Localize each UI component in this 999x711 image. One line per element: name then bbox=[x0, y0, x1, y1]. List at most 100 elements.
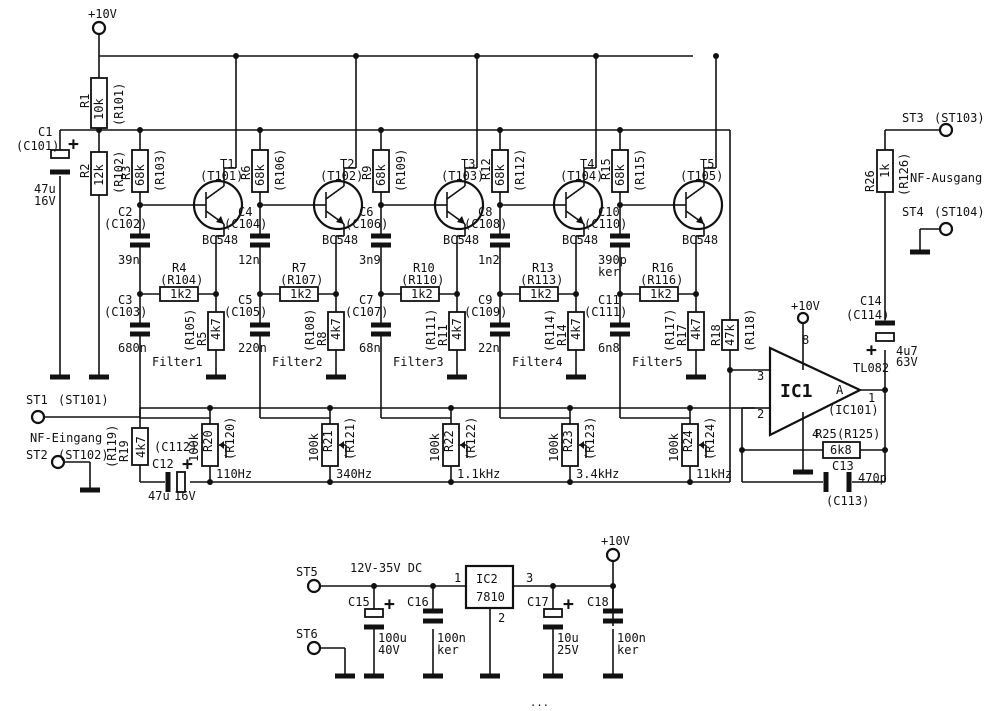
svg-text:4k7: 4k7 bbox=[329, 318, 343, 340]
svg-text:TL082: TL082 bbox=[853, 361, 889, 375]
svg-text:BC548: BC548 bbox=[682, 233, 718, 247]
svg-text:6n8: 6n8 bbox=[598, 341, 620, 355]
svg-text:(R101): (R101) bbox=[112, 83, 126, 126]
resistor-r19: R19 4k7 (R119) bbox=[105, 425, 149, 468]
svg-text:(R102): (R102) bbox=[112, 151, 126, 194]
svg-text:(R122): (R122) bbox=[464, 417, 478, 460]
filter-label: Filter3 bbox=[393, 355, 444, 369]
resistor-r25: 6k8 R25 (R125) bbox=[815, 427, 880, 459]
svg-text:1: 1 bbox=[454, 571, 461, 585]
svg-text:3: 3 bbox=[757, 369, 764, 383]
svg-text:R9: R9 bbox=[360, 166, 374, 180]
svg-text:(R119): (R119) bbox=[105, 425, 119, 468]
svg-text:10k: 10k bbox=[92, 98, 106, 120]
svg-text:220n: 220n bbox=[238, 341, 267, 355]
svg-text:1.1kHz: 1.1kHz bbox=[457, 467, 500, 481]
svg-text:ST3: ST3 bbox=[902, 111, 924, 125]
svg-text:R13: R13 bbox=[532, 261, 554, 275]
filter-label: Filter4 bbox=[512, 355, 563, 369]
svg-text:ker: ker bbox=[598, 265, 620, 279]
input-label: NF-Eingang bbox=[30, 431, 102, 445]
svg-text:68n: 68n bbox=[359, 341, 381, 355]
svg-text:R12: R12 bbox=[479, 158, 493, 180]
svg-text:R26: R26 bbox=[863, 170, 877, 192]
svg-text:(R120): (R120) bbox=[223, 417, 237, 460]
svg-text:ST4: ST4 bbox=[902, 205, 924, 219]
supply-rails bbox=[50, 20, 730, 380]
connector-st6 bbox=[306, 640, 322, 656]
svg-text:+: + bbox=[866, 340, 877, 361]
svg-text:1k: 1k bbox=[878, 163, 892, 178]
resistor-r18: R18 47k (R118) bbox=[709, 309, 757, 352]
connector-st5 bbox=[306, 578, 322, 594]
svg-text:C9: C9 bbox=[478, 293, 492, 307]
svg-text:(IC101): (IC101) bbox=[828, 403, 879, 417]
svg-text:(R116): (R116) bbox=[640, 273, 683, 287]
svg-text:R18: R18 bbox=[709, 324, 723, 346]
svg-text:(T102): (T102) bbox=[320, 169, 363, 183]
svg-text:25V: 25V bbox=[557, 643, 579, 657]
svg-text:+10V: +10V bbox=[601, 534, 630, 548]
svg-text:C11: C11 bbox=[598, 293, 620, 307]
svg-text:(T103): (T103) bbox=[441, 169, 484, 183]
svg-text:100k: 100k bbox=[428, 432, 442, 462]
output-section bbox=[884, 122, 954, 320]
svg-text:R24: R24 bbox=[681, 430, 695, 452]
svg-text:(C105): (C105) bbox=[224, 305, 267, 319]
svg-text:3n9: 3n9 bbox=[359, 253, 381, 267]
svg-text:ker: ker bbox=[617, 643, 639, 657]
svg-text:68k: 68k bbox=[133, 164, 147, 186]
svg-text:(C101): (C101) bbox=[16, 139, 59, 153]
svg-text:R22: R22 bbox=[442, 430, 456, 452]
svg-text:4k7: 4k7 bbox=[689, 318, 703, 340]
svg-text:ker: ker bbox=[437, 643, 459, 657]
svg-text:C2: C2 bbox=[118, 205, 132, 219]
svg-text:100n: 100n bbox=[437, 631, 466, 645]
supply-label-top: +10V bbox=[88, 7, 117, 21]
svg-text:40V: 40V bbox=[378, 643, 400, 657]
connector-st1 bbox=[30, 409, 46, 425]
svg-text:(ST102): (ST102) bbox=[58, 448, 109, 462]
svg-text:4: 4 bbox=[812, 427, 819, 441]
svg-text:1k2: 1k2 bbox=[650, 287, 672, 301]
svg-text:(R105): (R105) bbox=[183, 309, 197, 352]
svg-text:4k7: 4k7 bbox=[569, 318, 583, 340]
svg-text:(C107): (C107) bbox=[345, 305, 388, 319]
psu-capacitors: +C15100u40VC16100nker+C1710u25VC18100nke… bbox=[348, 586, 646, 679]
svg-text:(R115): (R115) bbox=[633, 149, 647, 192]
svg-text:470p: 470p bbox=[858, 471, 887, 485]
svg-text:R10: R10 bbox=[413, 261, 435, 275]
svg-text:C10: C10 bbox=[598, 205, 620, 219]
input-range-label: 12V-35V DC bbox=[350, 561, 422, 575]
svg-text:(R117): (R117) bbox=[663, 309, 677, 352]
svg-text:(R113): (R113) bbox=[520, 273, 563, 287]
svg-text:R3: R3 bbox=[119, 166, 133, 180]
svg-text:(T101): (T101) bbox=[200, 169, 243, 183]
svg-text:(R124): (R124) bbox=[703, 417, 717, 460]
svg-text:68k: 68k bbox=[493, 164, 507, 186]
svg-text:+: + bbox=[68, 134, 79, 155]
svg-text:BC548: BC548 bbox=[562, 233, 598, 247]
capacitor-c1: + C1 (C101) 47u 16V bbox=[16, 125, 79, 208]
supply-terminal-top bbox=[91, 20, 107, 36]
svg-text:+: + bbox=[182, 454, 193, 475]
svg-text:(R110): (R110) bbox=[401, 273, 444, 287]
svg-text:C6: C6 bbox=[359, 205, 373, 219]
svg-text:R5: R5 bbox=[195, 332, 209, 346]
svg-text:47k: 47k bbox=[723, 324, 737, 346]
svg-text:1k2: 1k2 bbox=[411, 287, 433, 301]
svg-text:47u: 47u bbox=[34, 182, 56, 196]
svg-text:C14: C14 bbox=[860, 294, 882, 308]
svg-text:R4: R4 bbox=[172, 261, 186, 275]
svg-text:R8: R8 bbox=[315, 332, 329, 346]
svg-text:IC1: IC1 bbox=[780, 381, 813, 402]
svg-text:R16: R16 bbox=[652, 261, 674, 275]
svg-text:C17: C17 bbox=[527, 595, 549, 609]
